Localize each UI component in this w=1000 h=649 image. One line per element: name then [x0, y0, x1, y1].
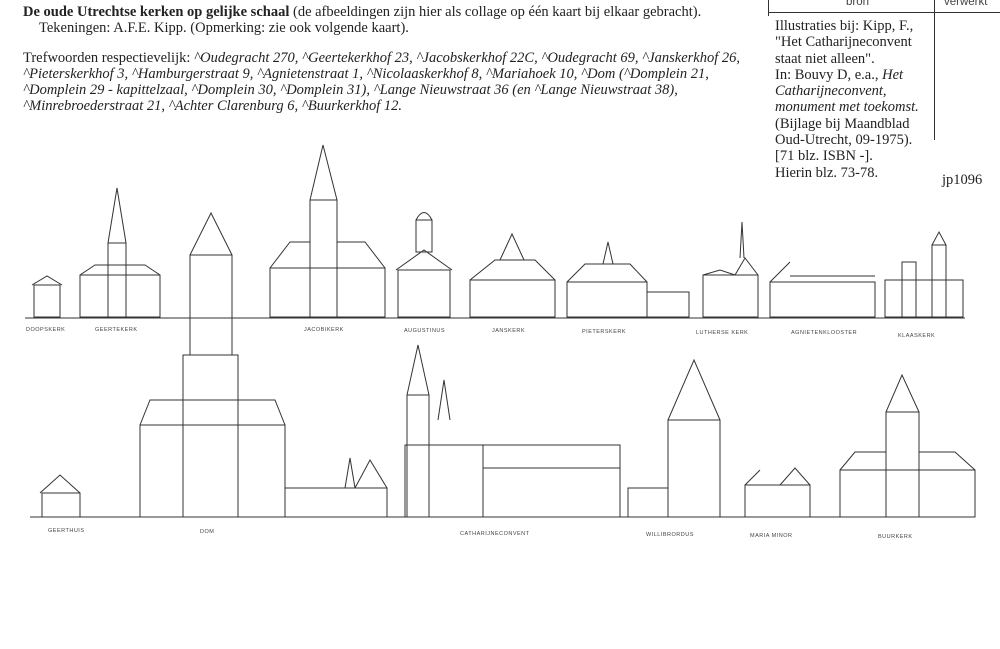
citation-title: Het Catharijneconvent, monument met toek…	[775, 66, 919, 116]
document-header: De oude Utrechtse kerken op gelijke scha…	[23, 4, 763, 114]
geerthuis-drawing	[39, 474, 81, 518]
jacobikerk-drawing	[269, 144, 386, 318]
citation-line: Hierin blz. 73-78.	[775, 164, 879, 181]
klaaskerk-drawing	[884, 230, 964, 318]
label-janskerk: JANSKERK	[492, 328, 526, 334]
source-box: bron verwerkt Illustraties bij: Kipp, F.…	[762, 0, 1000, 190]
citation-line: (Bijlage bij Maandblad	[775, 115, 910, 132]
citation-line: staat niet alleen".	[775, 50, 875, 67]
lutherse-kerk-drawing	[702, 221, 759, 318]
citation-line: In: Bouvy D, e.a., Het Catharijneconvent…	[775, 67, 935, 116]
geertekerk-drawing	[79, 187, 161, 318]
divider	[768, 0, 769, 16]
label-pieterskerk: PIETERSKERK	[582, 329, 627, 335]
title-line: De oude Utrechtse kerken op gelijke scha…	[23, 4, 763, 20]
maria-minor-drawing	[744, 467, 811, 518]
janskerk-drawing	[469, 232, 556, 318]
label-willibrordus: WILLIBRORDUS	[646, 532, 694, 538]
title-rest: (de afbeeldingen zijn hier als collage o…	[289, 4, 702, 20]
citation-line: Oud-Utrecht, 09-1975).	[775, 132, 913, 149]
pieterskerk-drawing	[566, 241, 690, 318]
label-lutherse-kerk: LUTHERSE KERK	[696, 330, 749, 336]
catharijneconvent-drawing	[404, 344, 621, 518]
agnietenklooster-drawing	[769, 261, 876, 318]
keywords-list: ^Oudegracht 270, ^Geertekerkhof 23, ^Jac…	[23, 50, 741, 114]
column-bron: bron	[846, 0, 870, 8]
citation-line: Illustraties bij: Kipp, F.,	[775, 18, 914, 34]
keywords: Trefwoorden respectievelijk: ^Oudegracht…	[23, 50, 763, 114]
label-agnietenklooster: AGNIETENKLOOSTER	[791, 330, 858, 336]
buurkerk-drawing	[839, 373, 976, 518]
doopskerk-drawing	[31, 275, 63, 318]
divider	[768, 12, 1000, 13]
label-augustinus: AUGUSTINUS	[404, 328, 446, 334]
label-catharijneconvent: CATHARIJNECONVENT	[460, 531, 530, 537]
title-bold: De oude Utrechtse kerken op gelijke scha…	[23, 4, 290, 20]
citation-line: "Het Catharijneconvent	[775, 34, 912, 51]
willibrordus-drawing	[627, 358, 721, 518]
divider	[934, 0, 935, 140]
augustinus-drawing	[395, 212, 453, 318]
label-maria-minor: MARIA MINOR	[750, 533, 793, 539]
label-jacobikerk: JACOBIKERK	[304, 327, 344, 333]
source-citation: Illustraties bij: Kipp, F., "Het Cathari…	[775, 18, 935, 181]
ground-lines	[25, 317, 975, 518]
label-doopskerk: DOOPSKERK	[26, 327, 66, 333]
dom-drawing	[139, 211, 388, 518]
label-buurkerk: BUURKERK	[878, 534, 913, 540]
citation-line: [71 blz. ISBN -].	[775, 148, 873, 165]
keywords-label: Trefwoorden respectievelijk:	[23, 50, 194, 66]
label-geerthuis: GEERTHUIS	[48, 528, 85, 534]
drawings-credit: Tekeningen: A.F.E. Kipp. (Opmerking: zie…	[39, 20, 409, 36]
document-id: jp1096	[942, 172, 983, 188]
citation-text: In: Bouvy D, e.a.,	[775, 66, 883, 83]
label-dom: DOM	[200, 529, 215, 535]
label-geertekerk: GEERTEKERK	[95, 327, 138, 333]
column-verwerkt: verwerkt	[944, 0, 988, 8]
label-klaaskerk: KLAASKERK	[898, 333, 936, 339]
